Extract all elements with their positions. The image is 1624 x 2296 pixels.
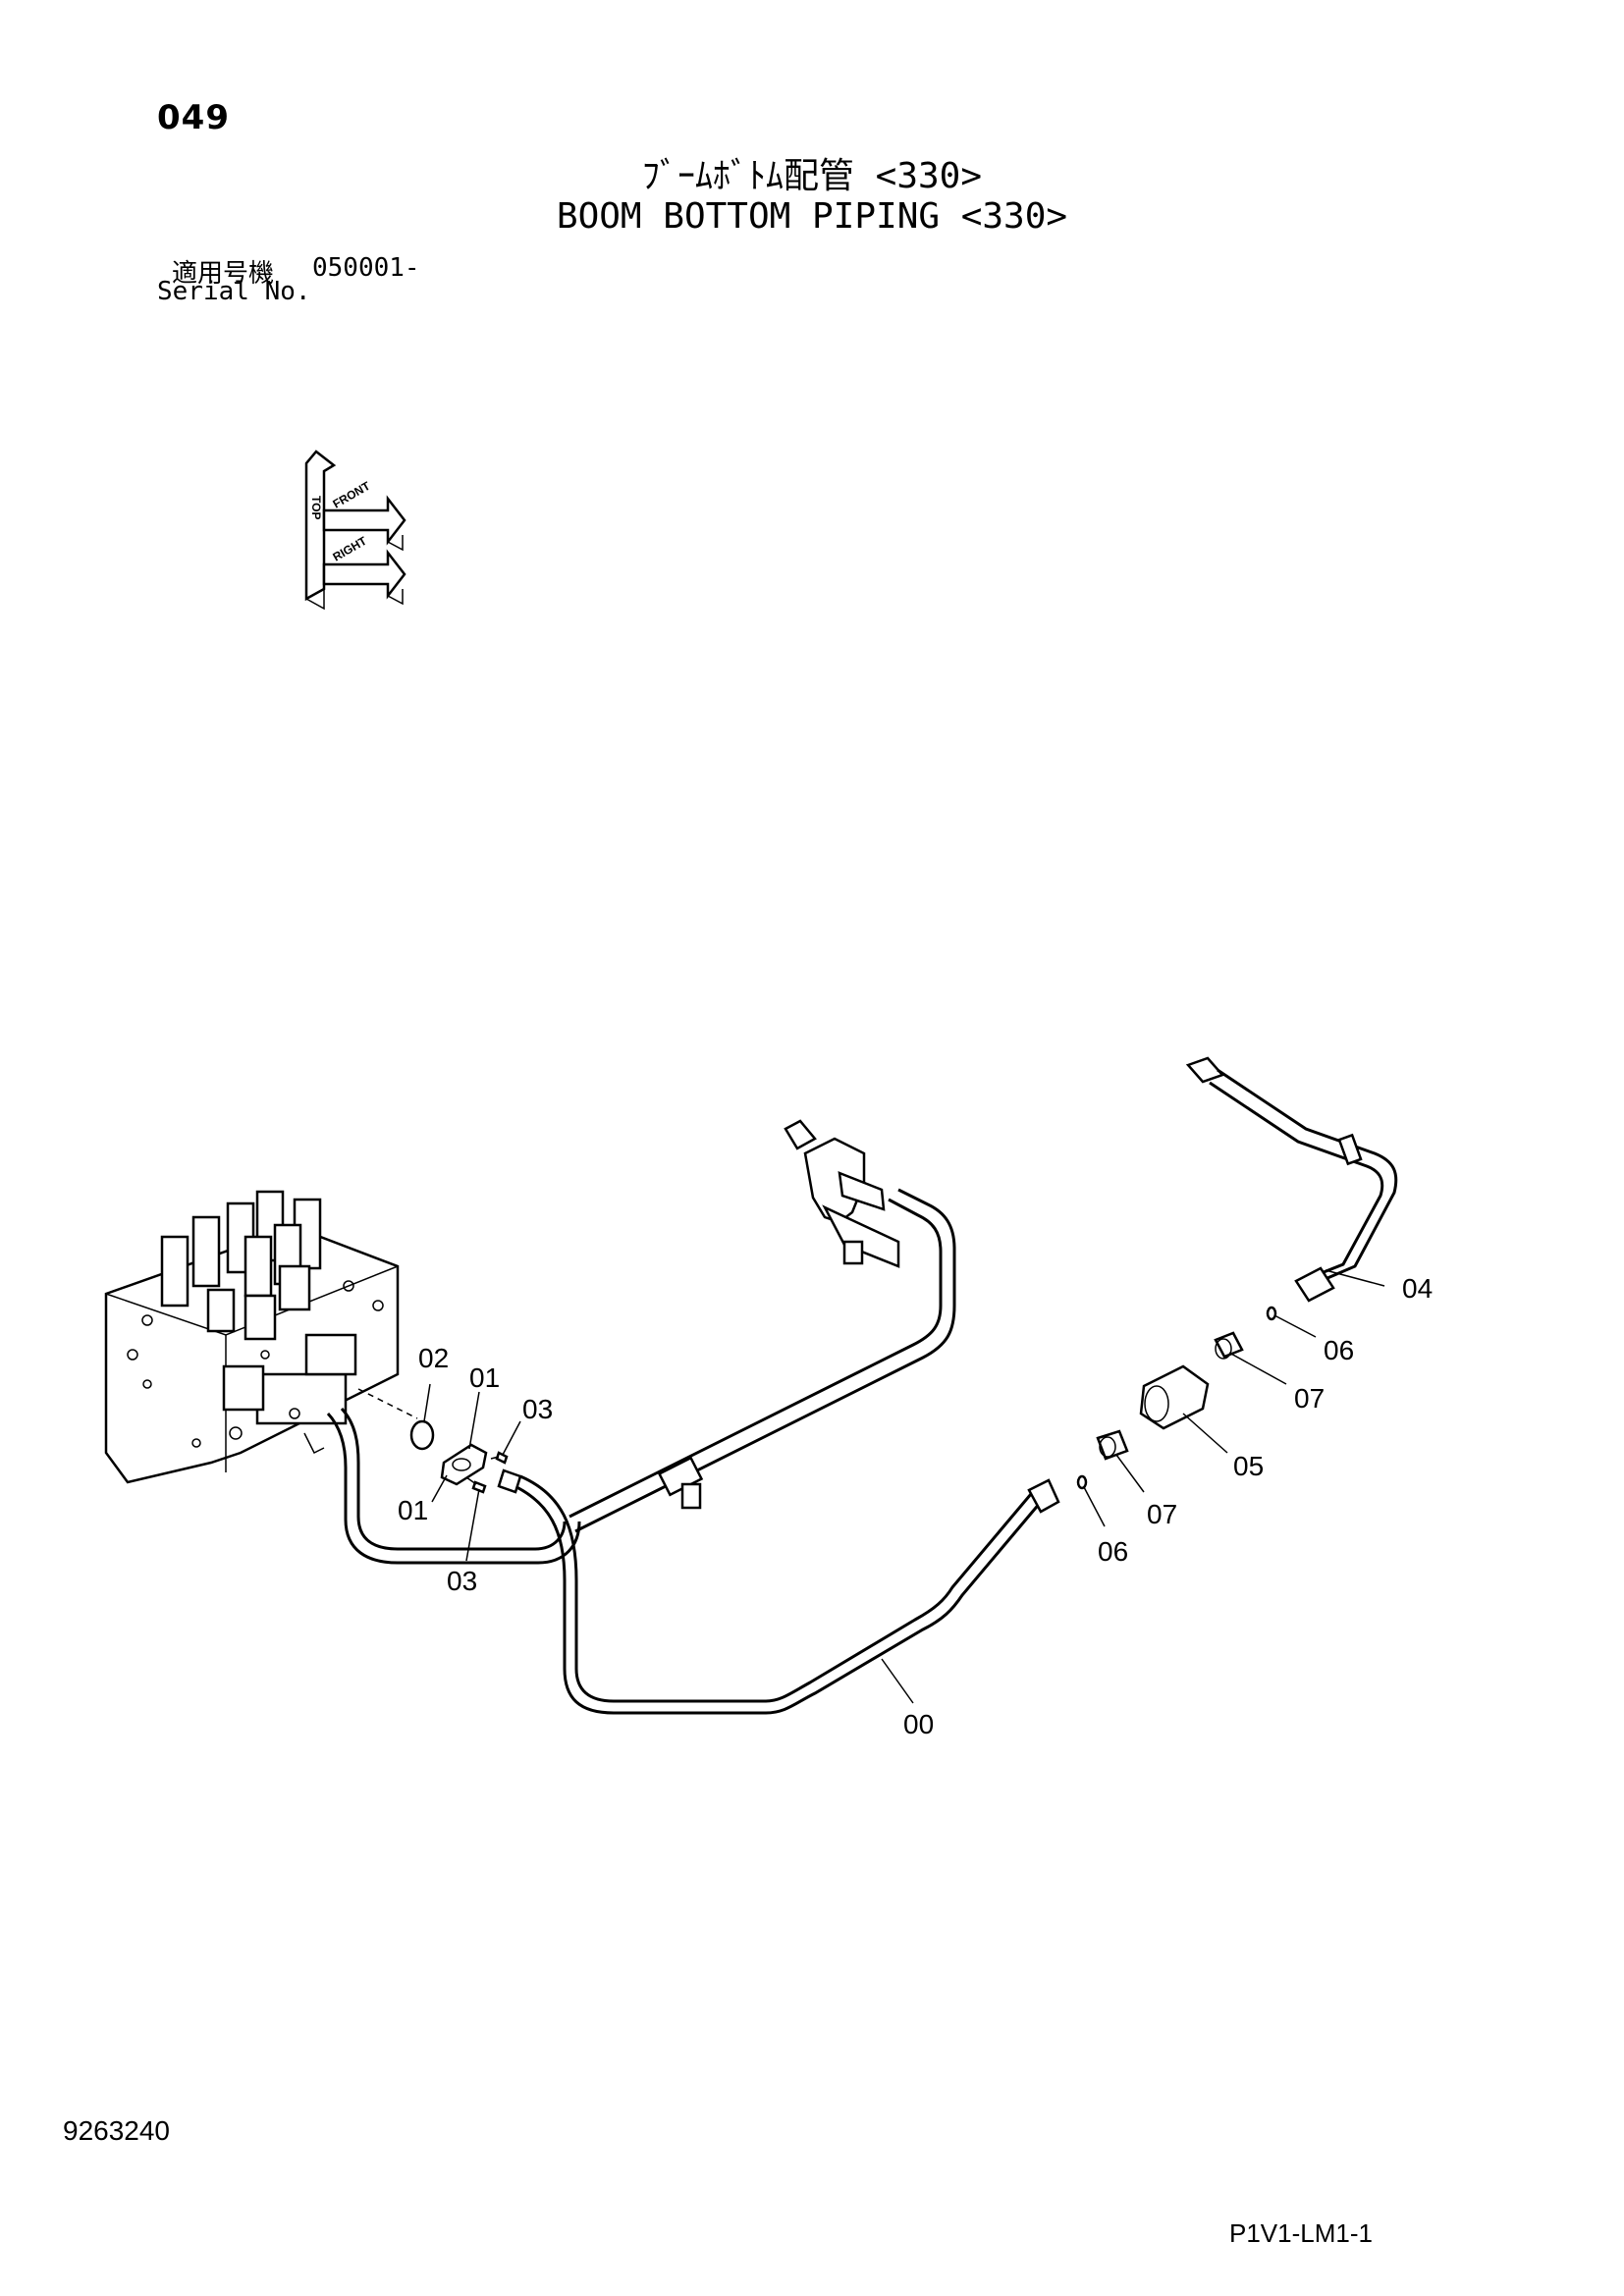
callout-01-upper: 01	[469, 1362, 500, 1393]
assembly-dash-line	[357, 1388, 418, 1419]
callout-03-upper: 03	[522, 1394, 553, 1424]
pipe-00	[497, 1468, 1060, 1715]
leader-04	[1325, 1269, 1385, 1287]
title-english: BOOM BOTTOM PIPING <330>	[556, 196, 1068, 237]
long-upper-piping	[568, 1119, 956, 1533]
title-japanese: ﾌﾞｰﾑﾎﾞﾄﾑ配管 <330>	[641, 156, 983, 196]
leader-06-lower	[1083, 1486, 1106, 1527]
orientation-label-top: TOP	[309, 496, 323, 519]
orientation-icon: TOP FRONT RIGHT	[304, 450, 406, 611]
orientation-label-right: RIGHT	[331, 533, 370, 563]
serial-label-english: Serial No.	[157, 277, 311, 306]
leader-00	[881, 1658, 914, 1704]
page-number: 049	[157, 98, 230, 137]
leader-07-upper	[1228, 1352, 1287, 1385]
leader-05	[1182, 1413, 1228, 1454]
o-ring-02	[409, 1419, 435, 1451]
pipe-04	[1185, 1056, 1398, 1303]
o-ring-06-lower	[1076, 1474, 1088, 1490]
callout-04: 04	[1402, 1273, 1433, 1304]
o-ring-06-upper	[1266, 1306, 1277, 1321]
callout-06-lower: 06	[1098, 1536, 1128, 1567]
leader-07-lower	[1115, 1454, 1145, 1493]
bolt-03-upper	[490, 1451, 509, 1465]
clamp-01	[440, 1443, 488, 1486]
serial-label-japanese: 適用号機	[172, 259, 275, 289]
fitting-07-upper	[1214, 1331, 1244, 1360]
serial-range: 050001-	[312, 253, 420, 283]
leader-01-lower	[431, 1474, 448, 1503]
bolt-03-lower	[465, 1476, 487, 1494]
fitting-07-lower	[1096, 1429, 1129, 1461]
callout-05: 05	[1233, 1451, 1264, 1481]
callout-02: 02	[418, 1343, 449, 1373]
adapter-05	[1139, 1364, 1210, 1430]
callout-03-lower: 03	[447, 1566, 477, 1596]
callout-06-upper: 06	[1324, 1335, 1354, 1365]
leader-03-lower	[465, 1488, 480, 1562]
pipe-valve-loop	[326, 1407, 581, 1565]
leader-02	[423, 1383, 431, 1422]
sheet-code: P1V1-LM1-1	[1229, 2218, 1373, 2248]
callout-07-lower: 07	[1147, 1499, 1177, 1529]
callout-00: 00	[903, 1709, 934, 1739]
leader-03-upper	[502, 1420, 521, 1456]
callout-07-upper: 07	[1294, 1383, 1325, 1414]
leader-06-upper	[1273, 1314, 1317, 1338]
document-number: 9263240	[63, 2115, 171, 2146]
orientation-label-front: FRONT	[331, 478, 373, 510]
leader-01-upper	[468, 1391, 480, 1450]
callout-01-lower: 01	[398, 1495, 428, 1525]
control-valve-block	[104, 1190, 400, 1484]
